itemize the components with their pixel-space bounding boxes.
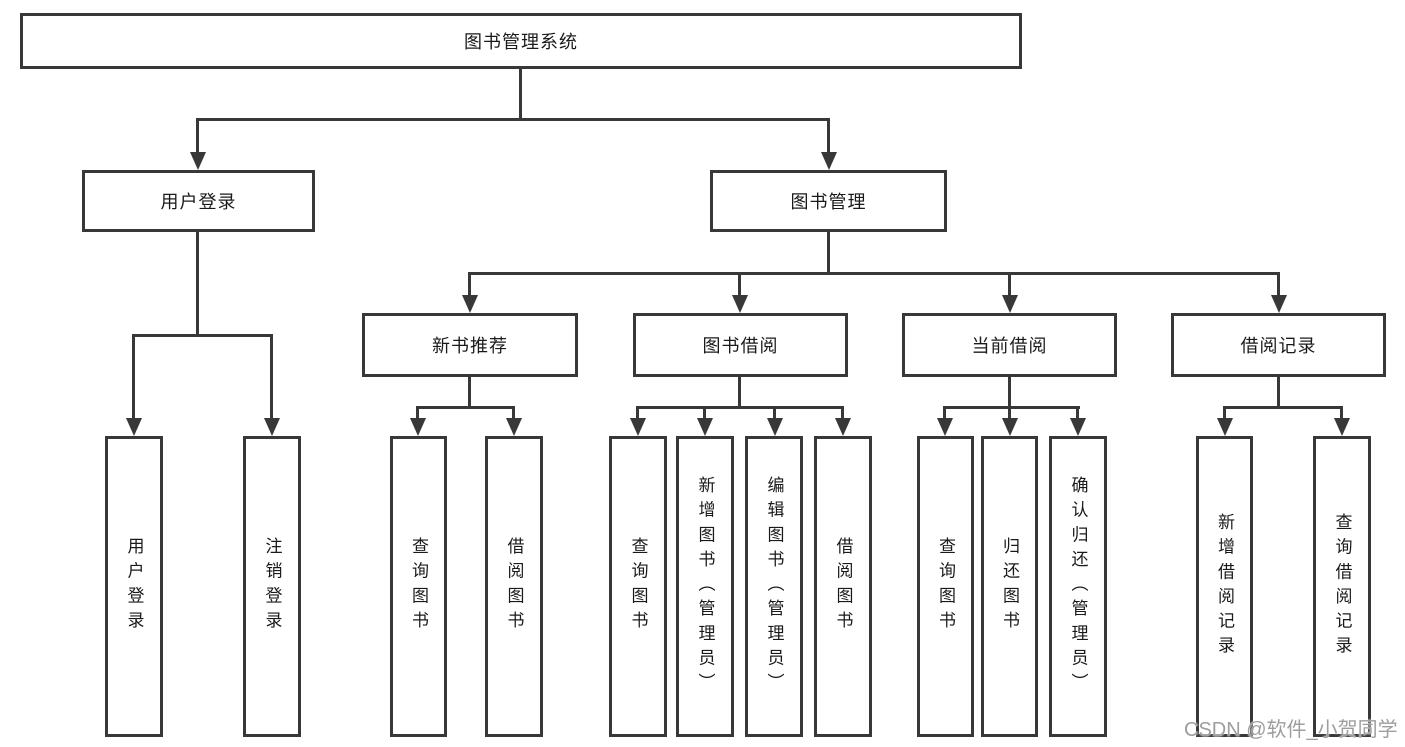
leaf-borrow-edit-book-admin-label: 编辑图书（管理员）	[764, 475, 784, 698]
leaf-borrow-borrow-book-label: 借阅图书	[833, 537, 853, 636]
connector-line	[1223, 406, 1342, 409]
node-book-management-label: 图书管理	[790, 192, 867, 212]
arrowhead-down	[835, 418, 851, 436]
node-user-login: 用户登录	[82, 170, 315, 232]
connector-line	[827, 232, 830, 275]
connector-line	[196, 118, 199, 154]
leaf-current-return-book: 归还图书	[981, 436, 1038, 737]
arrowhead-down	[767, 418, 783, 436]
leaf-borrow-edit-book-admin: 编辑图书（管理员）	[745, 436, 803, 737]
connector-line	[133, 334, 273, 337]
arrowhead-down	[937, 418, 953, 436]
connector-line	[841, 406, 844, 420]
leaf-borrow-add-book-admin-label: 新增图书（管理员）	[695, 475, 715, 698]
leaf-records-query-record: 查询借阅记录	[1313, 436, 1371, 737]
connector-line	[196, 232, 199, 337]
connector-line	[943, 406, 946, 420]
arrowhead-down	[264, 418, 280, 436]
connector-line	[636, 406, 844, 409]
leaf-borrow-query-book-label: 查询图书	[628, 537, 648, 636]
connector-line	[270, 334, 273, 420]
node-library-system-label: 图书管理系统	[464, 32, 578, 52]
arrowhead-down	[506, 418, 522, 436]
leaf-current-confirm-return-admin: 确认归还（管理员）	[1049, 436, 1107, 737]
leaf-borrow-add-book-admin: 新增图书（管理员）	[676, 436, 734, 737]
node-current-borrow-label: 当前借阅	[971, 336, 1048, 356]
connector-line	[468, 272, 471, 297]
connector-line	[468, 272, 1280, 275]
arrowhead-down	[410, 418, 426, 436]
csdn-watermark: CSDN @软件_小贺同学	[1184, 719, 1398, 741]
leaf-recommend-borrow-book: 借阅图书	[485, 436, 543, 737]
leaf-records-add-record: 新增借阅记录	[1196, 436, 1253, 737]
leaf-records-add-record-label: 新增借阅记录	[1215, 512, 1234, 661]
connector-line	[703, 406, 706, 420]
connector-line	[738, 272, 741, 297]
connector-line	[1277, 272, 1280, 297]
arrowhead-down	[697, 418, 713, 436]
node-book-borrow: 图书借阅	[633, 313, 848, 377]
leaf-current-query-book-label: 查询图书	[936, 537, 955, 636]
connector-line	[944, 406, 1080, 409]
arrowhead-down	[462, 295, 478, 313]
node-book-borrow-label: 图书借阅	[702, 336, 779, 356]
arrowhead-down	[1070, 418, 1086, 436]
node-book-management: 图书管理	[710, 170, 947, 232]
leaf-borrow-borrow-book: 借阅图书	[814, 436, 872, 737]
arrowhead-down	[1217, 418, 1233, 436]
node-user-login-label: 用户登录	[160, 192, 237, 212]
leaf-current-query-book: 查询图书	[917, 436, 974, 737]
leaf-recommend-borrow-book-label: 借阅图书	[504, 537, 524, 636]
connector-line	[636, 406, 639, 420]
node-current-borrow: 当前借阅	[902, 313, 1117, 377]
arrowhead-down	[732, 295, 748, 313]
leaf-recommend-query-book-label: 查询图书	[409, 537, 428, 636]
connector-line	[468, 377, 471, 409]
arrowhead-down	[126, 418, 142, 436]
connector-line	[512, 406, 515, 420]
leaf-current-return-book-label: 归还图书	[1000, 537, 1019, 636]
connector-line	[738, 377, 741, 409]
arrowhead-down	[1002, 418, 1018, 436]
arrowhead-down	[630, 418, 646, 436]
connector-line	[1076, 406, 1079, 420]
connector-line	[1223, 406, 1226, 420]
node-new-book-recommend-label: 新书推荐	[432, 336, 508, 356]
leaf-logout-label: 注销登录	[262, 537, 282, 636]
node-new-book-recommend: 新书推荐	[362, 313, 578, 377]
arrowhead-down	[1002, 295, 1018, 313]
leaf-user-login-label: 用户登录	[124, 537, 144, 636]
connector-line	[827, 118, 830, 154]
leaf-user-login: 用户登录	[105, 436, 163, 737]
leaf-recommend-query-book: 查询图书	[390, 436, 447, 737]
connector-line	[1008, 377, 1011, 409]
arrowhead-down	[190, 152, 206, 170]
connector-line	[1008, 406, 1011, 420]
connector-line	[132, 334, 135, 420]
leaf-records-query-record-label: 查询借阅记录	[1332, 512, 1352, 661]
connector-line	[773, 406, 776, 420]
connector-line	[1340, 406, 1343, 420]
connector-line	[197, 118, 829, 121]
leaf-logout: 注销登录	[243, 436, 301, 737]
connector-line	[1277, 377, 1280, 409]
node-library-system: 图书管理系统	[20, 13, 1022, 69]
arrowhead-down	[821, 152, 837, 170]
connector-line	[417, 406, 515, 409]
arrowhead-down	[1271, 295, 1287, 313]
connector-line	[519, 69, 522, 121]
arrowhead-down	[1334, 418, 1350, 436]
node-borrow-records: 借阅记录	[1171, 313, 1386, 377]
node-borrow-records-label: 借阅记录	[1240, 336, 1317, 356]
leaf-current-confirm-return-admin-label: 确认归还（管理员）	[1068, 475, 1088, 698]
connector-line	[1008, 272, 1011, 297]
connector-line	[416, 406, 419, 420]
leaf-borrow-query-book: 查询图书	[609, 436, 667, 737]
